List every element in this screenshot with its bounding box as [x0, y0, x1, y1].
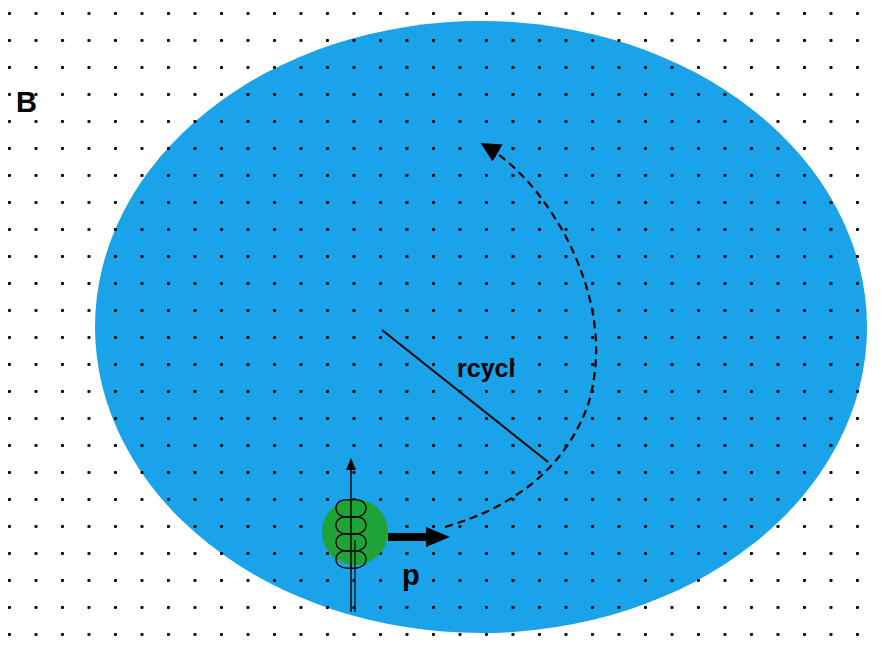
field-line-double	[354, 540, 355, 612]
coil-loop	[351, 500, 366, 518]
coil-loop	[336, 551, 351, 569]
coil-loop	[336, 534, 351, 552]
coil-loop	[336, 517, 351, 535]
field-line	[350, 470, 352, 612]
field-label: B	[16, 88, 37, 117]
coil-loop	[336, 500, 351, 518]
field-arrowhead	[346, 458, 356, 470]
radius-line	[382, 330, 548, 462]
momentum-label: p	[402, 561, 420, 590]
momentum-arrowhead	[426, 527, 450, 547]
coil-loop	[351, 534, 366, 552]
momentum-arrow	[388, 533, 428, 541]
coil-loop	[351, 517, 366, 535]
radius-label: rcycl	[457, 356, 515, 381]
coil-loop	[351, 551, 366, 569]
cyclotron-orbit	[445, 145, 596, 527]
